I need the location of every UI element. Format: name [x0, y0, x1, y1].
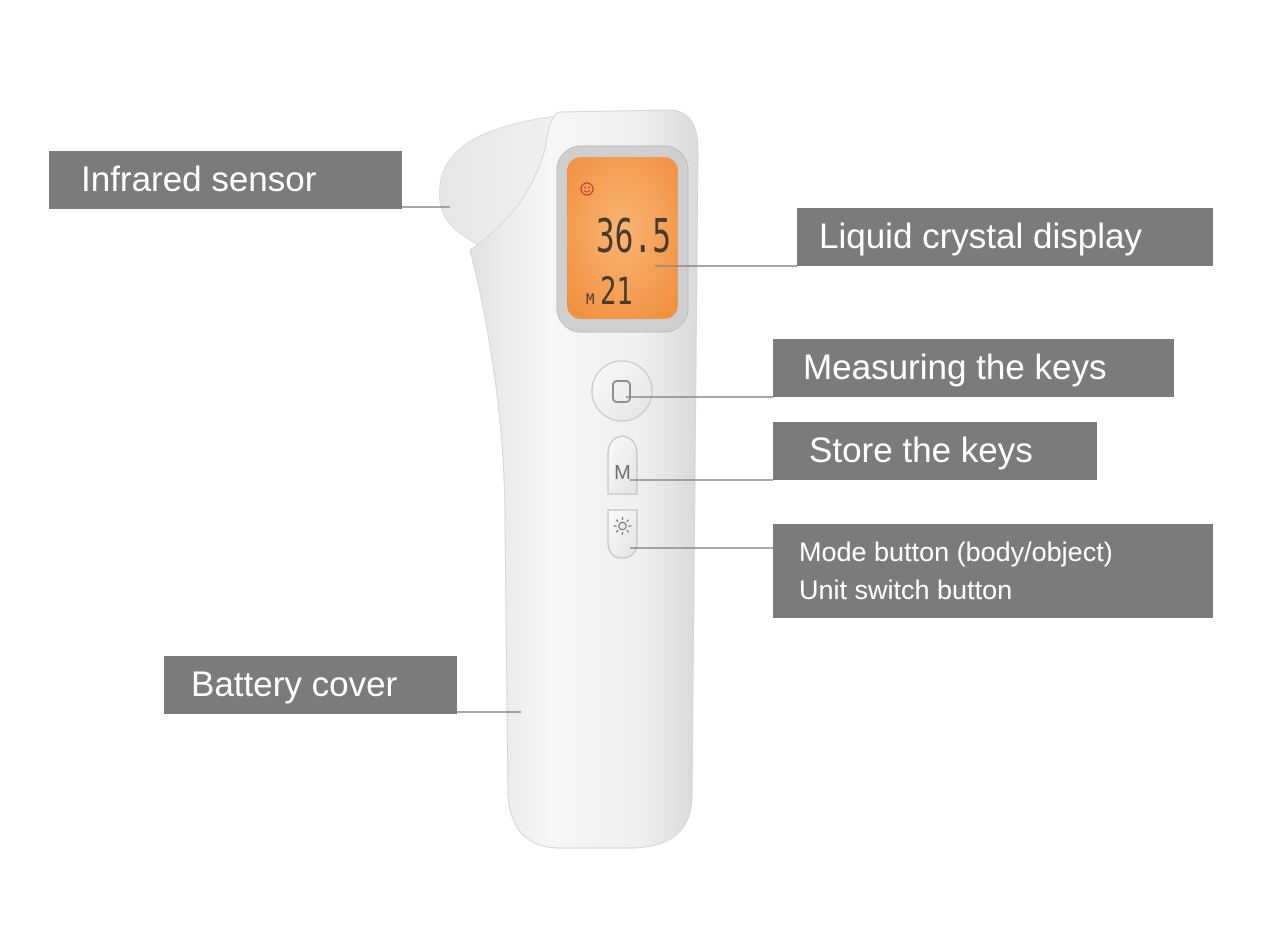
store-key-text: Store the keys — [809, 431, 1033, 470]
lcd-label: Liquid crystal display — [797, 208, 1213, 266]
lcd-text: Liquid crystal display — [819, 217, 1142, 256]
infrared-sensor-text: Infrared sensor — [81, 160, 317, 199]
smiley-face-icon — [580, 182, 594, 196]
sun-gear-icon — [613, 517, 632, 535]
measure-button[interactable] — [591, 360, 653, 422]
measure-square-icon — [612, 380, 631, 403]
lcd-screen — [567, 157, 678, 319]
store-button-label: M — [614, 462, 631, 484]
mode-button-label: Mode button (body/object) Unit switch bu… — [773, 524, 1213, 618]
store-button[interactable]: M — [607, 435, 638, 495]
lcd-memory-number: 21 — [600, 270, 633, 313]
measure-key-text: Measuring the keys — [803, 348, 1107, 387]
leader-lines — [402, 206, 797, 713]
mode-button-text-line1: Mode button (body/object) — [799, 537, 1113, 567]
infrared-sensor-label: Infrared sensor — [49, 151, 402, 209]
battery-cover-label: Battery cover — [164, 656, 457, 714]
mode-button[interactable] — [607, 509, 638, 559]
lcd-temperature: 36.5 — [596, 211, 671, 264]
measure-key-label: Measuring the keys — [773, 339, 1174, 397]
lcd-memory-prefix: M — [586, 292, 594, 308]
mode-button-text-line2: Unit switch button — [799, 575, 1013, 605]
store-key-label: Store the keys — [773, 422, 1097, 480]
battery-cover-text: Battery cover — [191, 665, 398, 704]
